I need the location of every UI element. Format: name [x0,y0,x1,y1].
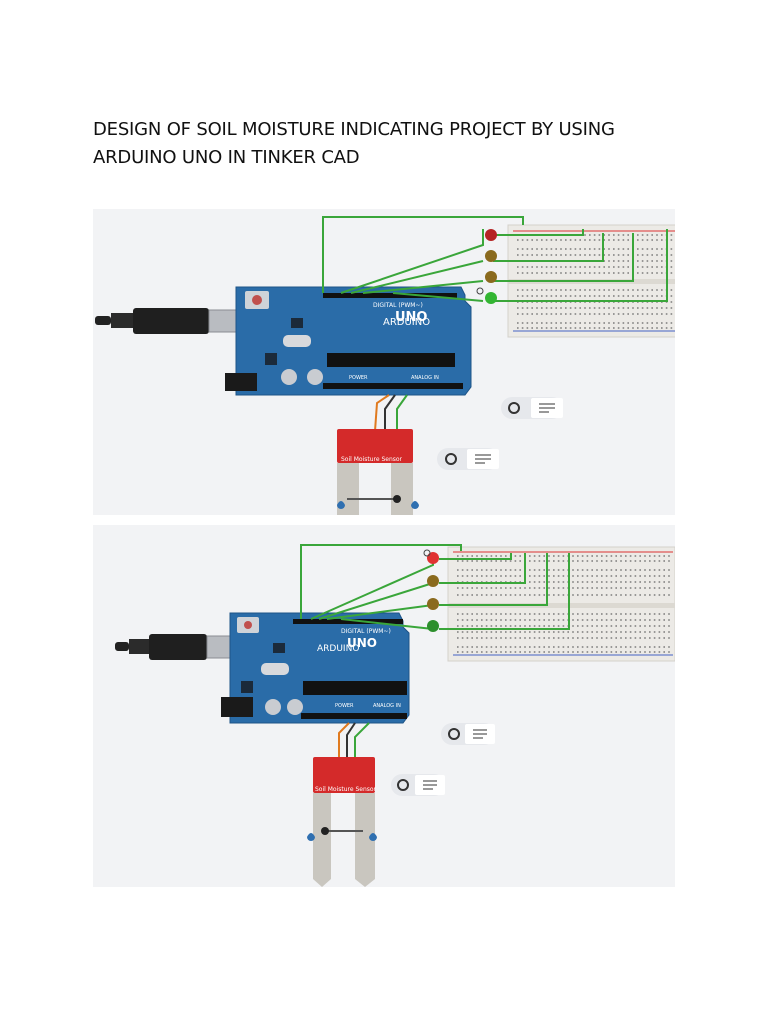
led-column [476,229,497,304]
arduino-uno-board: ARDUINO UNO DIGITAL (PWM~) POWER ANALOG … [225,286,472,396]
title-line-1: DESIGN OF SOIL MOISTURE INDICATING PROJE… [93,119,615,140]
arduino-uno-board: ARDUINO UNO DIGITAL (PWM~) POWER ANALOG … [221,612,410,724]
led-column [423,549,439,632]
water-drop-icon [369,833,377,841]
note-toggle-icon[interactable] [441,723,495,745]
document-title: DESIGN OF SOIL MOISTURE INDICATING PROJE… [93,116,693,172]
note-toggle-icon[interactable] [437,448,499,470]
led-amber-1 [427,575,439,587]
sensor-label: Soil Moisture Sensor [341,456,403,463]
led-amber-2 [485,271,497,283]
board-brand: ARDUINO [317,644,359,654]
note-toggle-icon[interactable] [501,397,563,419]
sensor-wires [338,722,356,761]
analog-label: ANALOG IN [411,375,439,381]
power-label: POWER [349,375,368,381]
circuit-diagram-1: ARDUINO UNO DIGITAL (PWM~) POWER ANALOG … [95,216,675,515]
breadboard [447,546,675,662]
digital-label: DIGITAL (PWM~) [373,302,423,309]
circuit-diagram-2: ARDUINO UNO DIGITAL (PWM~) POWER ANALOG … [115,544,675,887]
water-drop-icon [411,501,419,509]
sensor-wires [374,394,396,432]
title-line-2: ARDUINO UNO IN TINKER CAD [93,147,360,168]
led-green [485,292,497,304]
circuit-screenshot-2: ARDUINO UNO DIGITAL (PWM~) POWER ANALOG … [93,525,675,887]
digital-label: DIGITAL (PWM~) [341,628,391,635]
circuit-screenshot-1: ARDUINO UNO DIGITAL (PWM~) POWER ANALOG … [93,209,675,515]
led-red [427,552,439,564]
water-drop-icon [307,833,315,841]
sensor-label: Soil Moisture Sensor [315,786,377,793]
board-brand: ARDUINO [383,317,430,328]
note-toggle-icon[interactable] [391,774,445,796]
jumper-wires [322,216,668,429]
board-model: UNO [347,636,377,650]
power-label: POWER [335,703,354,709]
led-amber-1 [485,250,497,262]
led-green [427,620,439,632]
led-amber-2 [427,598,439,610]
led-red [485,229,497,241]
water-drop-icon [337,501,345,509]
analog-label: ANALOG IN [373,703,401,709]
soil-moisture-sensor: Soil Moisture Sensor [337,429,419,515]
usb-cable-icon [115,634,236,660]
board-model: UNO [395,310,428,325]
soil-moisture-sensor: Soil Moisture Sensor [307,757,377,887]
